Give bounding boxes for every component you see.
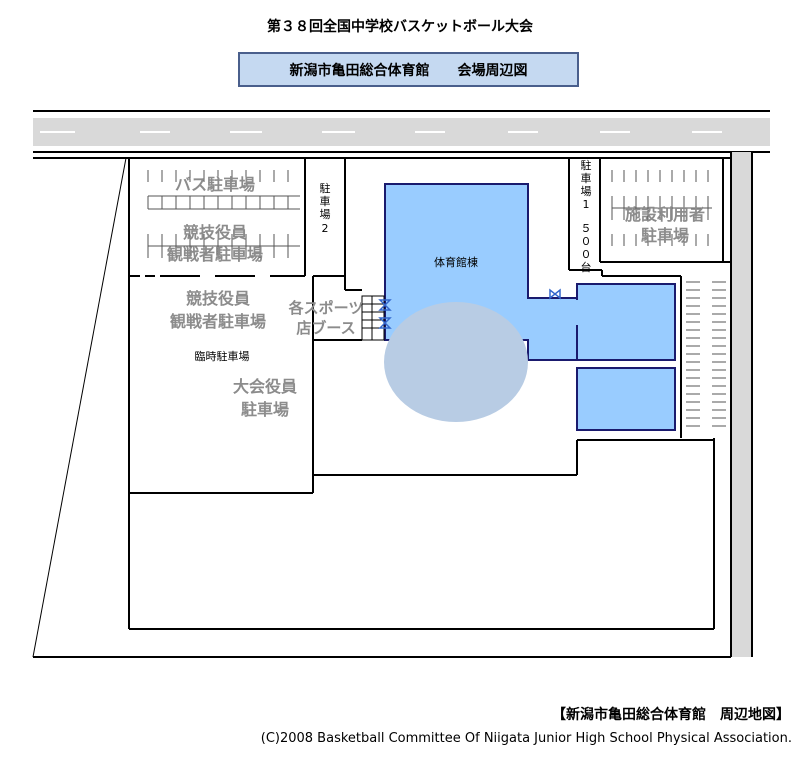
parking-stalls	[140, 170, 726, 427]
gymnasium-building	[384, 183, 676, 431]
side-road	[730, 152, 753, 657]
tournament-officials-label-1: 大会役員	[233, 377, 297, 396]
officials-spectators-top-label-1: 競技役員	[183, 223, 247, 242]
parking-structure	[128, 158, 731, 630]
tournament-officials-label-2: 駐車場	[241, 400, 289, 419]
temp-parking-label: 臨時駐車場	[195, 349, 250, 363]
map-title-box: 新潟市亀田総合体育館 会場周辺図	[238, 52, 579, 87]
officials-spectators-mid-label-2: 観戦者駐車場	[170, 312, 266, 331]
svg-text:車: 車	[320, 194, 331, 208]
sports-booth-label-1: 各スポーツ	[288, 299, 364, 317]
svg-text:駐: 駐	[581, 158, 592, 172]
svg-text:駐: 駐	[320, 181, 331, 195]
parking1-label: 駐 車 場 1 ５ ０ ０ 台	[581, 158, 592, 274]
svg-text:０: ０	[581, 235, 592, 248]
site-boundary	[32, 157, 731, 658]
main-road	[33, 110, 770, 153]
facility-users-label-2: 駐車場	[641, 226, 689, 245]
gym-label: 体育館棟	[434, 255, 478, 269]
svg-text:1: 1	[583, 198, 590, 211]
facility-users-label-1: 施設利用者	[625, 205, 705, 224]
footer-title: 【新潟市亀田総合体育館 周辺地図】	[552, 707, 790, 723]
svg-text:０: ０	[581, 248, 592, 261]
footer-copyright: (C)2008 Basketball Committee Of Niigata …	[260, 731, 792, 746]
svg-text:2: 2	[322, 222, 329, 235]
svg-text:５: ５	[581, 222, 592, 235]
svg-text:車: 車	[581, 171, 592, 185]
parking2-label: 駐 車 場 2	[320, 181, 331, 235]
svg-text:場: 場	[581, 185, 592, 198]
entrance-marker	[378, 288, 561, 329]
sports-booth-label-2: 店ブース	[296, 319, 355, 337]
svg-text:台: 台	[581, 260, 592, 274]
svg-text:場: 場	[320, 208, 331, 221]
page-title: 第３８回全国中学校バスケットボール大会	[267, 19, 533, 35]
officials-spectators-mid-label-1: 競技役員	[186, 289, 250, 308]
entrance-steps	[361, 295, 385, 341]
bus-parking-label: バス駐車場	[175, 175, 255, 194]
officials-spectators-top-label-2: 観戦者駐車場	[167, 245, 263, 264]
